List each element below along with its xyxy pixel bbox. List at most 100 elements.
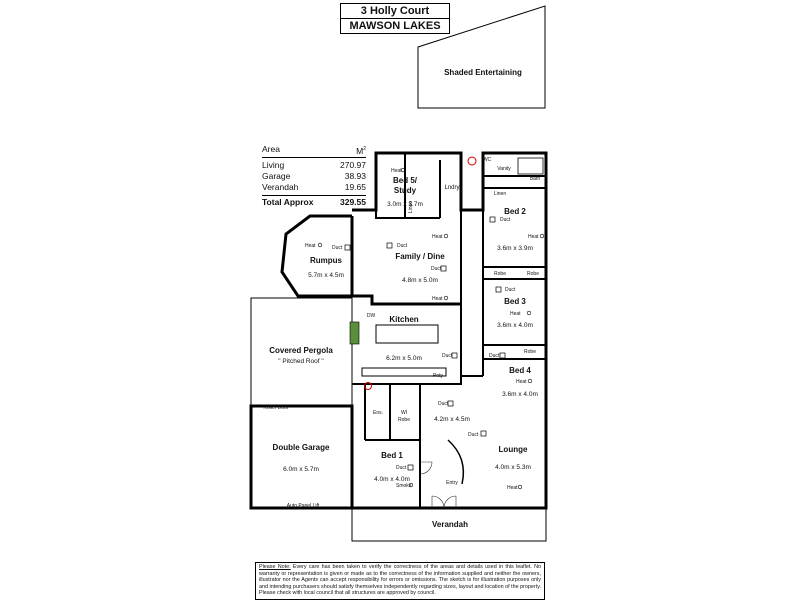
verandah-label: Verandah [432, 520, 468, 529]
bed5-label-1: Bed 5/ [393, 176, 418, 185]
wi-robe-label: Robe [398, 417, 410, 423]
area-row-value: 19.65 [344, 181, 366, 192]
entry-curve [447, 439, 465, 485]
pergola-sub: " Pitched Roof " [278, 358, 324, 365]
bed5-label-2: Study [394, 186, 417, 195]
bed1-label: Bed 1 [381, 451, 403, 460]
wc-label: WC [483, 157, 492, 163]
area-table-header: Area M2 [262, 144, 366, 158]
area-unit: M2 [356, 144, 366, 157]
disclaimer-label: Please Note: [259, 564, 291, 570]
bed4-dim: 3.6m x 4.0m [502, 391, 538, 398]
title-line2-text: MAWSON LAKES [349, 20, 441, 32]
lndry-label: Lndry [444, 185, 459, 191]
dw-label: DW [367, 313, 376, 319]
area-row-garage: Garage 38.93 [262, 171, 366, 182]
smoke-label-bed1: Smoke [396, 483, 412, 489]
garage-walls [249, 404, 354, 510]
duct-label-family: Duct [397, 243, 408, 249]
bed3-label: Bed 3 [504, 297, 526, 306]
linen-label: Linen [494, 191, 506, 197]
kitchen-label: Kitchen [389, 315, 418, 324]
family-dim: 4.8m x 5.0m [402, 277, 438, 284]
verandah-outline [351, 507, 547, 542]
area-row-label: Verandah [262, 181, 299, 192]
area-row-value: 38.93 [344, 170, 366, 181]
linen-label-bed5: Linen [408, 201, 414, 213]
heat-markers [317, 167, 545, 490]
duct-label-bed4: Duct [489, 353, 500, 359]
heat-label-rumpus: Heat [305, 243, 316, 249]
auto-lift-label: Auto Panel Lift [287, 503, 320, 509]
ens-toilet [364, 382, 372, 390]
family-label: Family / Dine [395, 252, 445, 261]
bed2-label: Bed 2 [504, 207, 526, 216]
area-row-label: Living [262, 159, 285, 170]
garage-dim: 6.0m x 5.7m [283, 466, 319, 473]
bed1-door [419, 461, 433, 475]
disclaimer-note: Please Note: Every care has been taken t… [255, 562, 545, 600]
duct-label-bed2: Duct [500, 217, 511, 223]
robe-label-bed2: Robe [494, 271, 506, 277]
shaded-label: Shaded Entertaining [444, 68, 522, 77]
internal-walls [351, 153, 546, 508]
entry-label: Entry [446, 480, 458, 486]
heat-label-lounge: Heat [507, 485, 518, 491]
duct-label-family2: Duct [431, 266, 442, 272]
area-heading: Area [262, 144, 280, 154]
area-row-verandah: Verandah 19.65 [262, 182, 366, 193]
wi-label: WI [401, 410, 407, 416]
disclaimer-text: Every care has been taken to verify the … [259, 564, 541, 597]
ens-label: Ens. [373, 410, 383, 416]
duct-markers [344, 216, 506, 471]
duct-label-hall2: Duct [468, 432, 479, 438]
heat-label-bed5: Heat [391, 168, 402, 174]
area-table: Area M2 Living 270.97 Garage 38.93 Veran… [262, 144, 366, 208]
entry-door [431, 495, 457, 509]
heat-label-bed4: Heat [516, 379, 527, 385]
pergola-label: Covered Pergola [269, 346, 333, 355]
duct-label-rumpus: Duct [332, 245, 343, 251]
kitchen-bench [361, 367, 447, 377]
hall-dim: 4.2m x 4.5m [434, 416, 470, 423]
roller-door-label: Roller Door [263, 405, 289, 411]
duct-label-bed3: Duct [505, 287, 516, 293]
heat-label-kitchen: Heat [432, 296, 443, 302]
shaded-entertaining-outline [417, 5, 546, 109]
title-line1-text: 3 Holly Court [360, 5, 430, 17]
area-unit-sup: 2 [363, 146, 366, 152]
kitchen-island [375, 324, 439, 344]
lounge-label: Lounge [499, 445, 528, 454]
bath-label: Bath [530, 176, 541, 182]
garage-label: Double Garage [273, 443, 330, 452]
area-row-value: 270.97 [340, 159, 366, 170]
bed1-dim: 4.0m x 4.0m [374, 476, 410, 483]
bed2-dim: 3.6m x 3.9m [497, 245, 533, 252]
area-total-value: 329.55 [340, 196, 366, 207]
bed3-dim: 3.6m x 4.0m [497, 322, 533, 329]
robe-label-bed3: Robe [527, 271, 539, 277]
area-row-label: Garage [262, 170, 291, 181]
lounge-dim: 4.0m x 5.3m [495, 464, 531, 471]
heat-label-bed2: Heat [528, 234, 539, 240]
kitchen-dim: 6.2m x 5.0m [386, 355, 422, 362]
rumpus-bay-window [280, 214, 352, 298]
duct-label-hall: Duct [438, 401, 449, 407]
bed5-dim: 3.0m x 3.7m [387, 201, 423, 208]
rumpus-dim: 5.7m x 4.5m [308, 272, 344, 279]
area-total-label: Total Approx [262, 196, 314, 207]
duct-label-kitchen: Duct [442, 353, 453, 359]
area-row-living: Living 270.97 [262, 160, 366, 171]
toilet [467, 156, 477, 166]
area-row-total: Total Approx 329.55 [262, 194, 366, 208]
rumpus-label: Rumpus [310, 256, 343, 265]
vanity-label: Vanity [497, 166, 511, 172]
bath-tub [517, 157, 544, 175]
duct-label-bed1: Duct [396, 465, 407, 471]
robe-label-bed4: Robe [524, 349, 536, 355]
pnty-label: Pnty [433, 373, 444, 379]
heat-label-family: Heat [432, 234, 443, 240]
heat-label-bed3: Heat [510, 311, 521, 317]
area-unit-m: M [356, 145, 364, 156]
